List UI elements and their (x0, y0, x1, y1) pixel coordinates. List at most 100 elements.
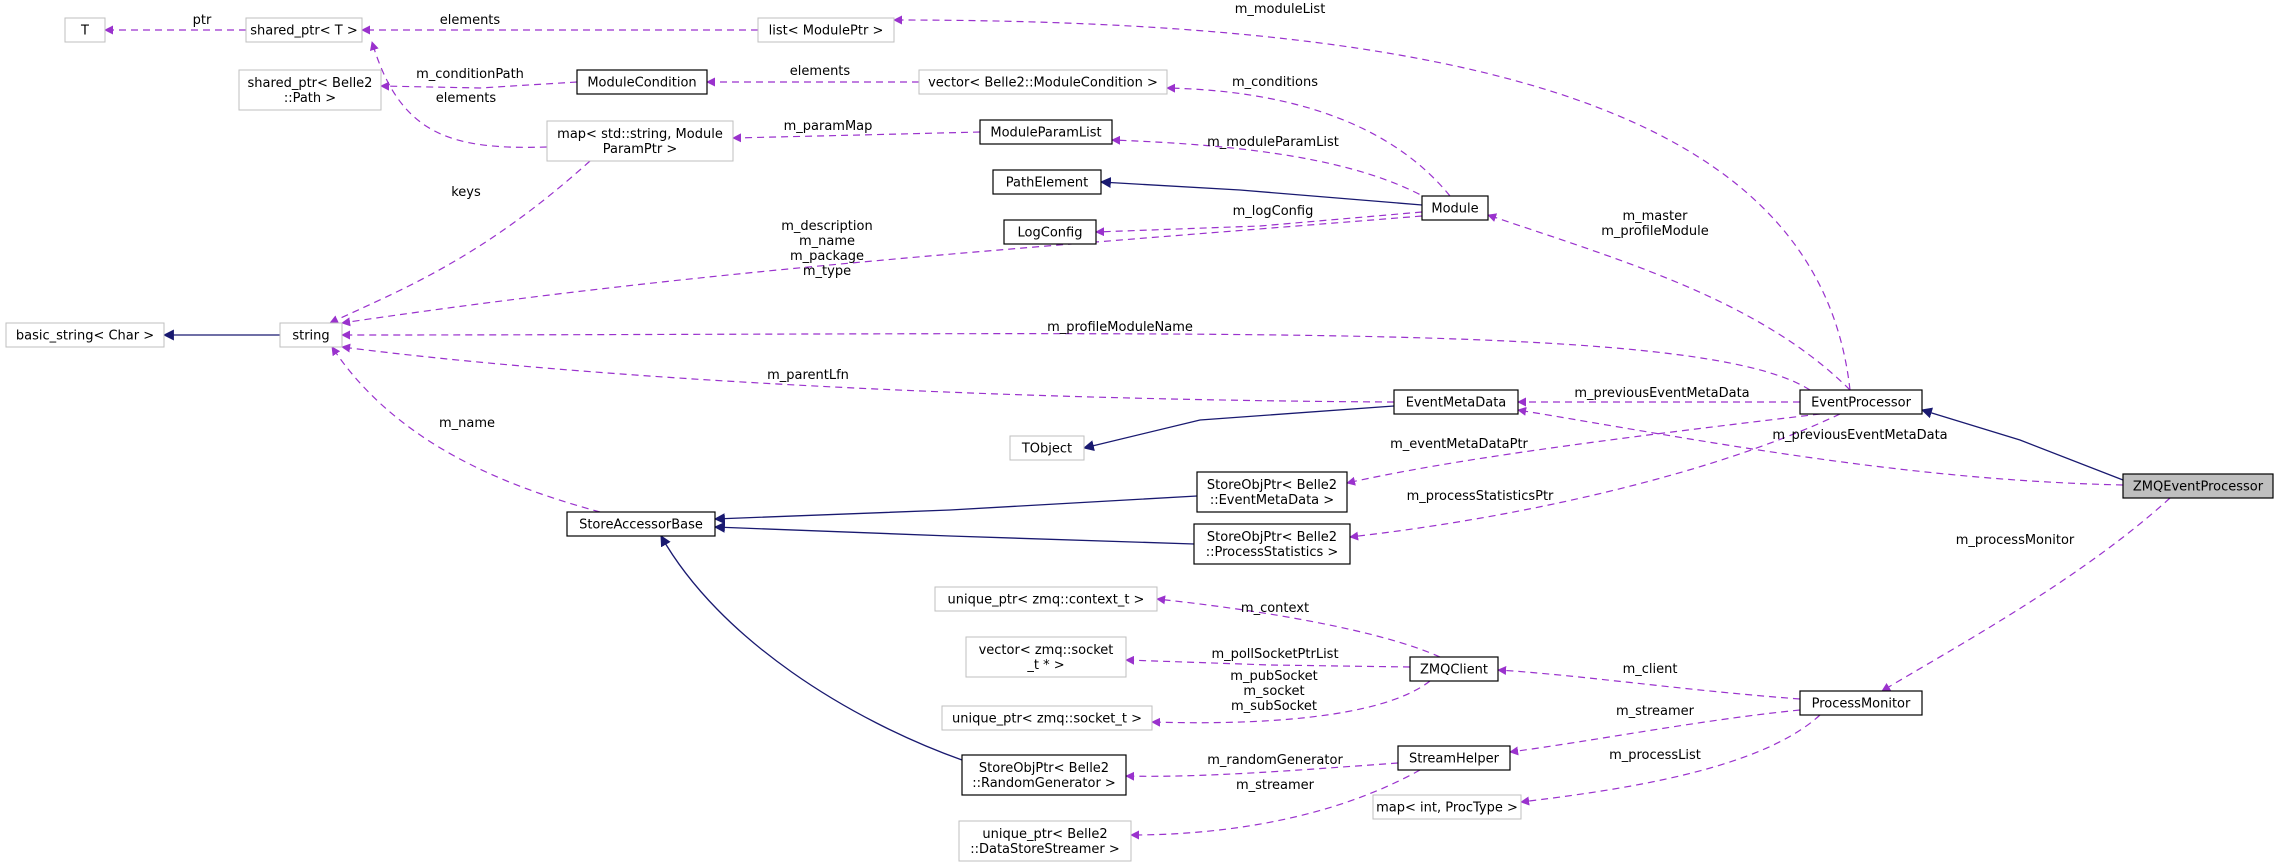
node-box (245, 17, 363, 43)
node-box (566, 511, 716, 537)
edge-label-module-to-string: m_type (803, 264, 851, 279)
node-label: basic_string< Char > (16, 329, 154, 344)
edge-label-event-processor-to-store-obj-ptr-event-meta-data: m_eventMetaDataPtr (1390, 437, 1528, 452)
class-node-store-obj-ptr-process-statistics[interactable]: StoreObjPtr< Belle2::ProcessStatistics > (1193, 523, 1351, 565)
node-label: ::Path > (284, 91, 336, 106)
edge-label-event-processor-to-string: m_profileModuleName (1047, 320, 1193, 335)
class-node-map-int-proc-type: map< int, ProcType > (1372, 794, 1522, 820)
node-label: shared_ptr< Belle2 (248, 76, 373, 91)
edge-label-process-monitor-to-map-int-proc-type: m_processList (1609, 748, 1701, 763)
usage-edge-zmqevent-processor-to-event-meta-data (1517, 406, 2124, 486)
node-label: _t * > (1026, 658, 1064, 673)
node-label: ProcessMonitor (1812, 697, 1911, 712)
node-label: StoreObjPtr< Belle2 (1207, 530, 1337, 545)
edge-label-module-to-string: m_name (799, 234, 855, 249)
node-box (5, 322, 165, 348)
class-node-unique-ptr-data-store-streamer: unique_ptr< Belle2::DataStoreStreamer > (958, 820, 1132, 862)
node-box (2122, 473, 2274, 499)
node-label: PathElement (1006, 176, 1088, 191)
inheritance-edge-event-meta-data-to-tobject (1082, 405, 1395, 452)
class-node-store-obj-ptr-event-meta-data[interactable]: StoreObjPtr< Belle2::EventMetaData > (1196, 471, 1348, 513)
class-node-store-accessor-base[interactable]: StoreAccessorBase (566, 511, 716, 537)
class-node-process-monitor[interactable]: ProcessMonitor (1799, 690, 1923, 716)
usage-edge-module-condition-to-shared-ptr-path (380, 81, 578, 91)
node-box (992, 169, 1102, 195)
node-box (1393, 389, 1519, 415)
edge-label-event-processor-to-module: m_master (1622, 209, 1688, 224)
class-node-stream-helper[interactable]: StreamHelper (1397, 745, 1511, 771)
edge-label-event-meta-data-to-string: m_parentLfn (767, 368, 849, 383)
node-label: ::DataStoreStreamer > (970, 842, 1120, 857)
class-node-vector-socket: vector< zmq::socket_t * > (965, 636, 1127, 678)
class-node-store-obj-ptr-random-generator[interactable]: StoreObjPtr< Belle2::RandomGenerator > (961, 754, 1127, 796)
node-box (1372, 794, 1522, 820)
node-label: EventMetaData (1406, 396, 1507, 411)
class-node-unique-ptr-context: unique_ptr< zmq::context_t > (934, 586, 1158, 612)
node-label: Module (1431, 202, 1478, 217)
node-label: unique_ptr< zmq::context_t > (948, 593, 1145, 608)
class-node-tobject: TObject (1009, 435, 1085, 461)
inheritance-edge-store-obj-ptr-event-meta-data-to-store-accessor-base (713, 495, 1198, 525)
usage-edge-zmqevent-processor-to-process-monitor (1881, 497, 2171, 692)
class-node-string: string (279, 322, 343, 348)
class-node-event-processor[interactable]: EventProcessor (1799, 389, 1923, 415)
class-node-log-config[interactable]: LogConfig (1003, 219, 1097, 245)
usage-edge-process-monitor-to-zmqclient (1497, 666, 1801, 700)
class-node-module[interactable]: Module (1421, 195, 1489, 221)
edge-label-zmqclient-to-unique-ptr-socket: m_pubSocket (1230, 669, 1317, 684)
usage-edge-process-monitor-to-stream-helper (1509, 709, 1801, 756)
edge-label-event-processor-to-event-meta-data: m_previousEventMetaData (1574, 386, 1749, 401)
usage-edge-module-to-string (341, 215, 1423, 327)
node-box (934, 586, 1158, 612)
edge-label-module-to-string: m_package (790, 249, 864, 264)
edge-label-map-string-module-param-ptr-to-shared-ptr-t: elements (436, 91, 497, 106)
class-node-module-param-list[interactable]: ModuleParamList (979, 119, 1113, 145)
class-node-zmqevent-processor[interactable]: ZMQEventProcessor (2122, 473, 2274, 499)
node-label: StoreObjPtr< Belle2 (979, 761, 1109, 776)
edge-label-module-to-module-param-list: m_moduleParamList (1207, 135, 1339, 150)
usage-edge-map-string-module-param-ptr-to-shared-ptr-t (370, 41, 548, 148)
node-box (1409, 656, 1499, 682)
inheritance-edge-store-obj-ptr-process-statistics-to-store-accessor-base (713, 521, 1195, 545)
edge-label-zmqevent-processor-to-event-meta-data: m_previousEventMetaData (1772, 428, 1947, 443)
edge-label-process-monitor-to-zmqclient: m_client (1623, 662, 1678, 677)
usage-edge-module-param-list-to-map-string-module-param-ptr (732, 131, 981, 143)
usage-edge-event-meta-data-to-string (341, 343, 1395, 403)
node-label: unique_ptr< Belle2 (982, 827, 1107, 842)
class-node-zmqclient[interactable]: ZMQClient (1409, 656, 1499, 682)
usage-edge-store-accessor-base-to-string (331, 346, 601, 513)
node-label: ModuleParamList (990, 126, 1101, 141)
edge-label-zmqevent-processor-to-process-monitor: m_processMonitor (1956, 533, 2075, 548)
class-node-path-element[interactable]: PathElement (992, 169, 1102, 195)
class-node-shared-ptr-t: shared_ptr< T > (245, 17, 363, 43)
node-label: TObject (1021, 442, 1072, 457)
edge-label-module-to-log-config: m_logConfig (1233, 204, 1314, 219)
node-label: T (80, 24, 89, 39)
node-box (1193, 523, 1351, 565)
usage-edge-process-monitor-to-map-int-proc-type (1520, 714, 1821, 806)
usage-edge-event-processor-to-string (341, 330, 1811, 391)
node-label: ::RandomGenerator > (972, 776, 1116, 791)
node-box (757, 17, 895, 43)
node-box (1799, 389, 1923, 415)
edge-label-shared-ptr-t-to-t: ptr (193, 13, 212, 28)
edge-label-module-param-list-to-map-string-module-param-ptr: m_paramMap (784, 119, 873, 134)
edge-label-zmqclient-to-unique-ptr-socket: m_subSocket (1231, 699, 1317, 714)
inheritance-edge-zmqevent-processor-to-event-processor (1920, 407, 2124, 481)
node-label: StoreObjPtr< Belle2 (1207, 478, 1337, 493)
class-node-list-module-ptr: list< ModulePtr > (757, 17, 895, 43)
edge-label-module-to-string: m_description (781, 219, 872, 234)
class-node-event-meta-data[interactable]: EventMetaData (1393, 389, 1519, 415)
edge-label-zmqclient-to-vector-socket: m_pollSocketPtrList (1211, 647, 1338, 662)
class-node-module-condition[interactable]: ModuleCondition (576, 69, 708, 95)
class-node-unique-ptr-socket: unique_ptr< zmq::socket_t > (941, 705, 1153, 731)
usage-edge-zmqclient-to-unique-ptr-socket (1151, 680, 1431, 727)
edge-label-stream-helper-to-store-obj-ptr-random-generator: m_randomGenerator (1207, 753, 1343, 768)
node-box (958, 820, 1132, 862)
node-box (546, 120, 734, 162)
node-box (1799, 690, 1923, 716)
usage-edge-map-string-module-param-ptr-to-string (329, 160, 591, 324)
